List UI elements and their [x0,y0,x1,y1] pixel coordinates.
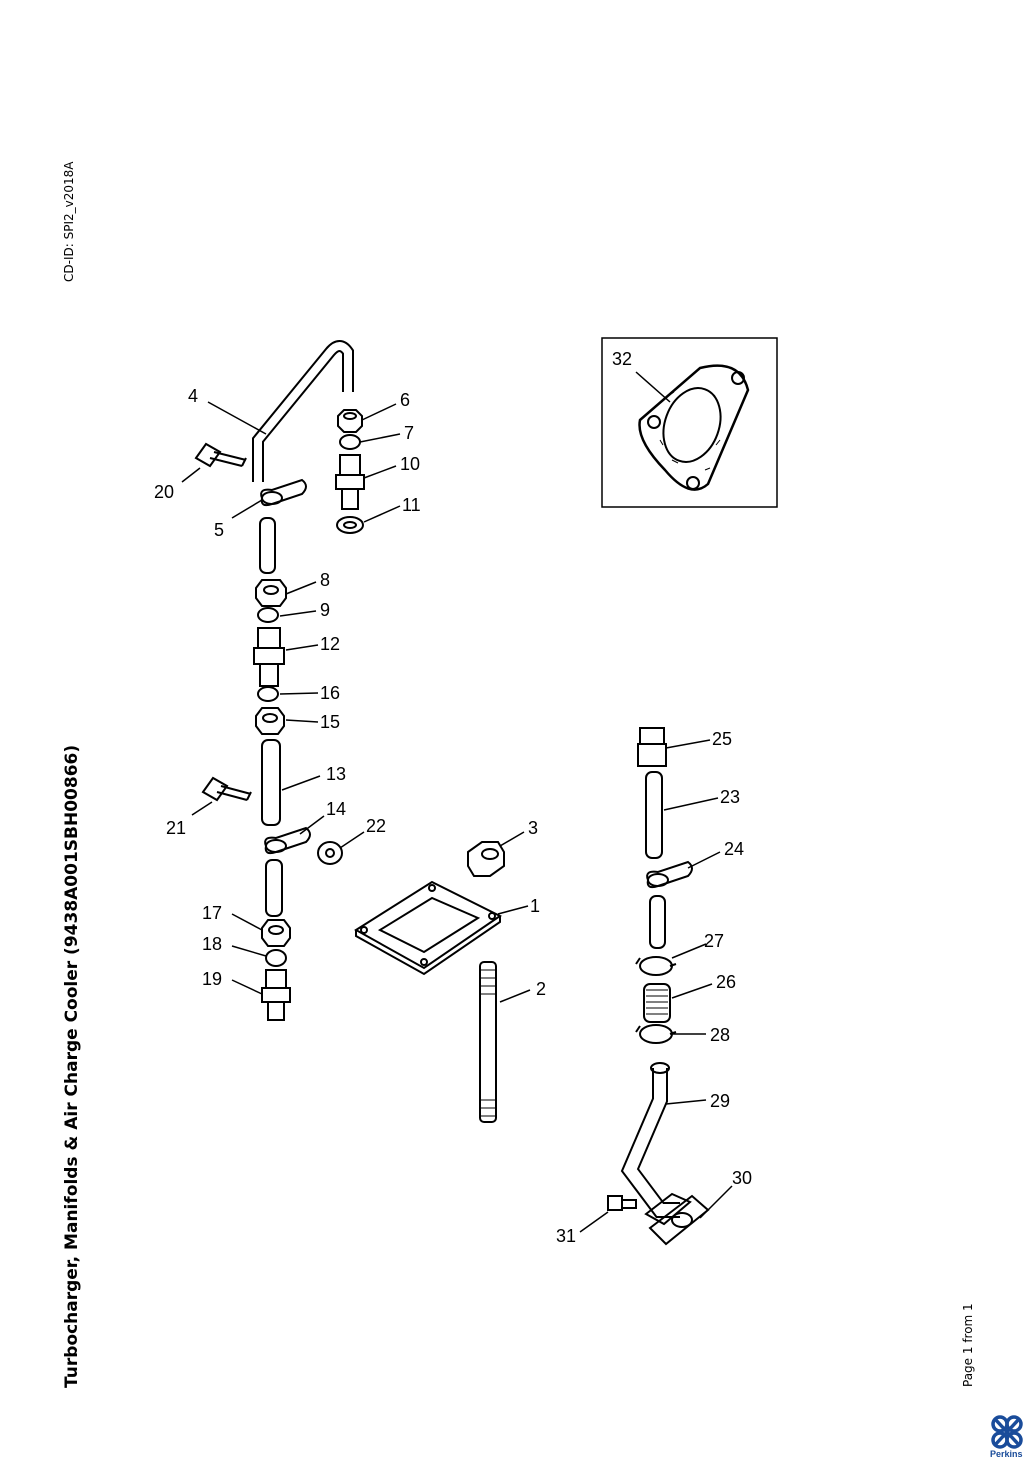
callout-32: 32 [612,349,632,369]
callout-27: 27 [704,931,724,951]
callout-15: 15 [320,712,340,732]
part-14-clip [264,826,311,855]
part-31-bolt [607,1195,637,1211]
callout-8: 8 [320,570,330,590]
callout-31: 31 [556,1226,576,1246]
part-13-tube [261,739,281,826]
part-19-adaptor [261,969,291,1021]
callout-16: 16 [320,683,340,703]
inset-frame [601,337,778,508]
part-32-gasket [638,364,750,491]
part-15-nut [255,707,285,735]
callout-labels: 1 2 3 4 5 6 7 8 9 10 11 12 13 14 15 16 1… [154,349,752,1246]
callout-19: 19 [202,969,222,989]
part-12-adaptor [253,627,285,687]
brand-name: Perkins [990,1449,1023,1459]
callout-29: 29 [710,1091,730,1111]
part-26-hose [643,983,671,1023]
callout-24: 24 [724,839,744,859]
callout-30: 30 [732,1168,752,1188]
part-17-nut [261,919,291,947]
callout-11: 11 [402,495,421,515]
callout-13: 13 [326,764,346,784]
callout-1: 1 [530,896,540,916]
part-5-clip [260,478,307,507]
part-9-olive [257,607,279,623]
callout-5: 5 [214,520,224,540]
part-24-clip [646,860,693,889]
callout-10: 10 [400,454,420,474]
callout-26: 26 [716,972,736,992]
leader-lines [181,371,733,1233]
callout-7: 7 [404,423,414,443]
part-8-nut [255,579,287,607]
callout-28: 28 [710,1025,730,1045]
callout-12: 12 [320,634,340,654]
callout-2: 2 [536,979,546,999]
part-25-adaptor [637,727,667,767]
part-28-hose-clip [635,1024,677,1044]
callout-23: 23 [720,787,740,807]
callout-18: 18 [202,934,222,954]
part-10-adaptor [335,454,365,510]
perkins-logo [991,1415,1023,1449]
part-1-gasket [354,880,502,976]
part-18-olive [265,949,287,967]
part-20-bolt [194,442,247,468]
part-4-pipe [252,340,354,482]
callout-17: 17 [202,903,222,923]
callout-9: 9 [320,600,330,620]
callout-20: 20 [154,482,174,502]
callout-21: 21 [166,818,186,838]
part-7-olive [339,434,361,450]
callout-3: 3 [528,818,538,838]
callout-14: 14 [326,799,346,819]
part-29-pipe [620,1062,680,1218]
callout-4: 4 [188,386,198,406]
part-2-stud [479,961,497,1123]
part-23-tube [645,771,663,859]
callout-6: 6 [400,390,410,410]
part-11-washer [336,516,364,534]
part-6-nut [337,409,363,433]
callout-22: 22 [366,816,386,836]
part-16-olive [257,686,279,702]
part-27-hose-clip [635,956,677,976]
part-3-nut [467,841,505,877]
callout-25: 25 [712,729,732,749]
part-22-nut [317,841,343,865]
part-21-bolt [201,776,252,802]
